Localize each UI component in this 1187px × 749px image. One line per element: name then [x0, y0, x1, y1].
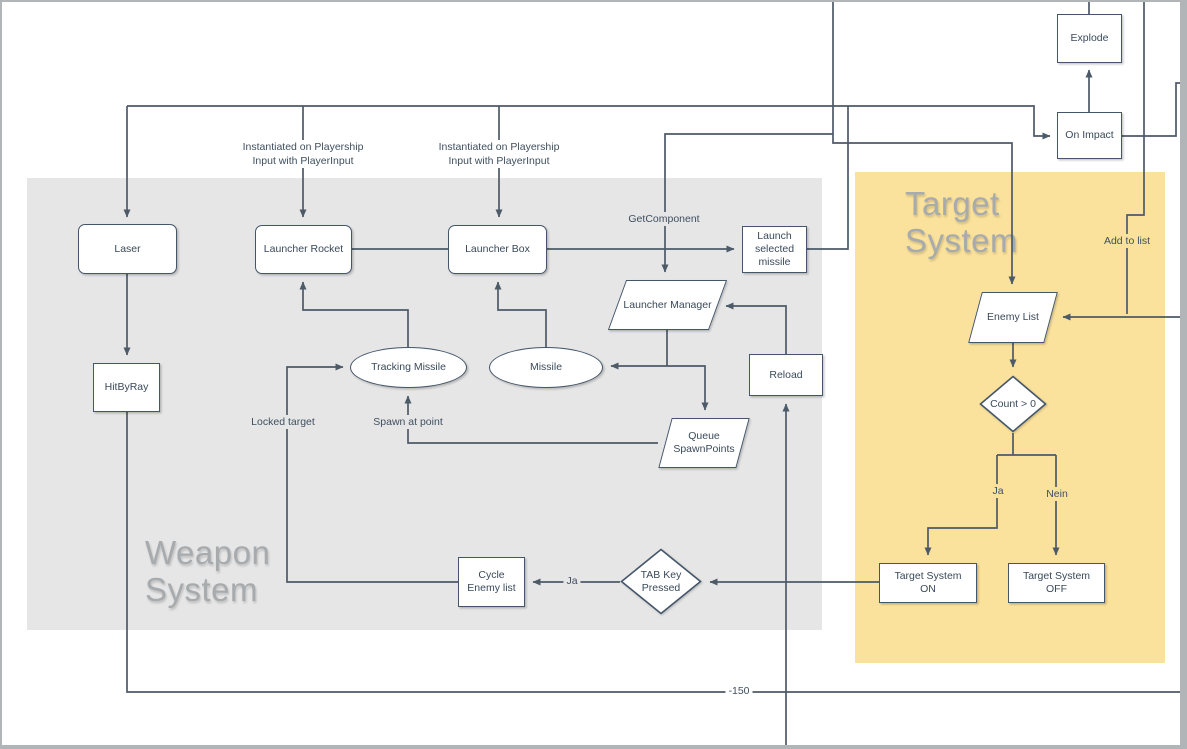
node-label: HitByRay	[104, 381, 149, 393]
node-launcher-rocket[interactable]: Launcher Rocket	[255, 225, 352, 274]
node-explode[interactable]: Explode	[1057, 14, 1122, 63]
node-label: Launcher Rocket	[263, 243, 344, 255]
node-label: Launch selected missile	[754, 230, 795, 268]
node-tab-key-pressed[interactable]: TAB Key Pressed	[620, 548, 702, 615]
edge-add-to-list	[1126, 0, 1145, 314]
edge-reload-to-manager	[725, 302, 787, 354]
node-hitbyray[interactable]: HitByRay	[93, 363, 160, 412]
edge-missile-to-box	[494, 281, 547, 347]
node-label: Target System ON	[894, 570, 962, 595]
edge-label-nein-count: Nein	[1043, 487, 1071, 501]
node-laser[interactable]: Laser	[78, 224, 177, 274]
node-label: On Impact	[1065, 129, 1114, 141]
weapon-system-title: Weapon System	[145, 534, 271, 608]
edge-queue-to-tracking	[404, 395, 658, 444]
node-label: Launcher Box	[465, 243, 530, 255]
node-count-gt-zero[interactable]: Count > 0	[979, 375, 1047, 433]
node-label: Queue SpawnPoints	[673, 430, 735, 455]
node-label: Enemy List	[987, 311, 1039, 323]
edge-label-spawn-at-point: Spawn at point	[370, 415, 446, 429]
node-label: Target System OFF	[1022, 570, 1091, 595]
diamond-shape	[979, 375, 1047, 433]
edge-label-add-to-list: Add to list	[1100, 234, 1154, 248]
edge-hitbyray-minus150	[126, 412, 1187, 693]
node-label: Count > 0	[990, 397, 1036, 410]
edge-on-impact-right	[1122, 82, 1187, 137]
node-label: Tracking Missile	[371, 361, 446, 373]
node-on-impact[interactable]: On Impact	[1057, 112, 1122, 159]
node-enemy-list[interactable]: Enemy List	[968, 292, 1058, 343]
node-cycle-enemy-list[interactable]: Cycle Enemy list	[458, 557, 525, 607]
edge-bus-to-on-impact	[127, 105, 1051, 140]
edge-tracking-missile-to-rocket	[299, 281, 409, 347]
node-label: Missile	[529, 361, 563, 373]
target-system-title: Target System	[905, 185, 1019, 259]
node-queue-spawnpoints[interactable]: Queue SpawnPoints	[658, 418, 750, 468]
edge-label-instantiated-box: Instantiated on Playership Input with Pl…	[435, 140, 563, 168]
edge-label-ja-tab-cycle: Ja	[563, 574, 581, 588]
edge-label-getcomponent: GetComponent	[625, 212, 703, 226]
node-tracking-missile[interactable]: Tracking Missile	[350, 347, 467, 388]
node-label: Laser	[114, 242, 141, 255]
node-launch-selected-missile[interactable]: Launch selected missile	[742, 226, 807, 273]
edge-top-to-enemy-list	[832, 0, 1016, 285]
diamond-shape	[620, 548, 702, 615]
edge-label-ja-count: Ja	[989, 484, 1007, 498]
node-label: Reload	[769, 368, 803, 381]
node-reload[interactable]: Reload	[749, 354, 823, 396]
edge-label-instantiated-rocket: Instantiated on Playership Input with Pl…	[239, 140, 367, 168]
edge-label-minus-150: -150	[725, 684, 753, 698]
node-target-system-on[interactable]: Target System ON	[879, 563, 977, 603]
edge-getcomponent	[661, 133, 833, 273]
node-launcher-box[interactable]: Launcher Box	[448, 225, 547, 274]
edge-count-ja	[924, 455, 998, 556]
node-label: TAB Key Pressed	[640, 568, 682, 594]
edge-cycle-to-tracking	[286, 363, 458, 583]
node-launcher-manager[interactable]: Launcher Manager	[607, 280, 728, 330]
node-label: Explode	[1070, 32, 1109, 44]
node-label: Launcher Manager	[623, 298, 712, 311]
node-target-system-off[interactable]: Target System OFF	[1008, 563, 1105, 603]
node-missile[interactable]: Missile	[489, 347, 603, 388]
edge-manager-to-queue	[667, 365, 709, 411]
node-label: Cycle Enemy list	[467, 569, 516, 594]
edge-launch-missile-riser	[807, 106, 849, 250]
edge-label-locked-target: Locked target	[248, 415, 318, 429]
